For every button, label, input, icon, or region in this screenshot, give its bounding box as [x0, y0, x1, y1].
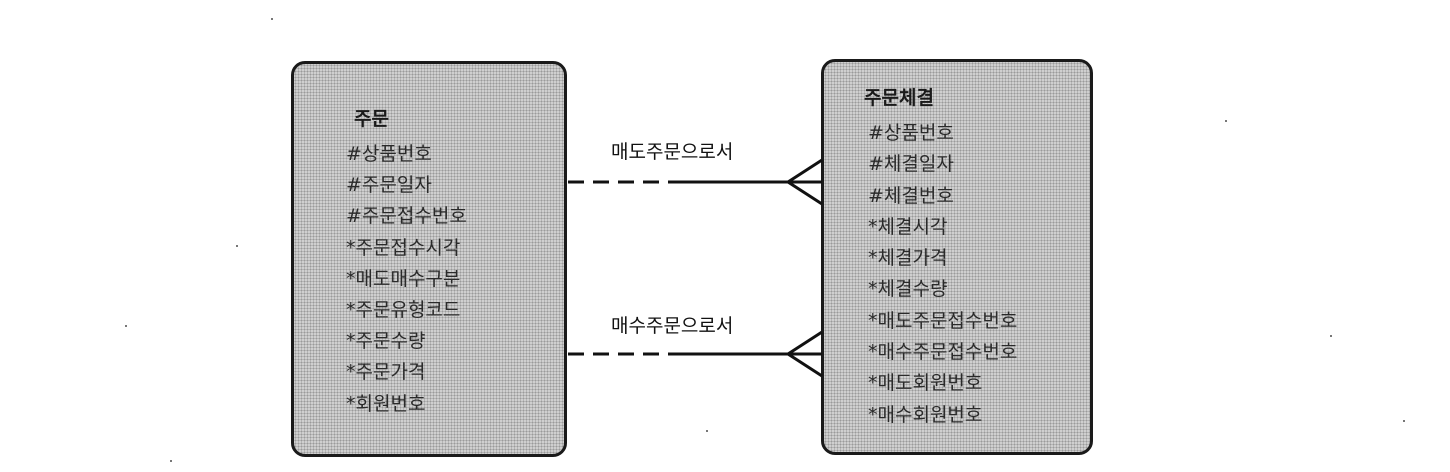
- execution-attribute: #상품번호: [868, 122, 954, 144]
- order-attribute: #주문접수번호: [346, 205, 467, 228]
- buy-order-relationship-label: 매수주문으로서: [611, 315, 734, 337]
- order-attribute: *매도매수구분: [346, 267, 461, 290]
- order-attribute: *주문유형코드: [346, 298, 461, 321]
- order-attribute: *주문가격: [346, 361, 426, 384]
- execution-attribute: #체결번호: [868, 184, 954, 207]
- order-attribute: *주문접수시각: [346, 236, 461, 259]
- execution-entity-box: 주문체결 #상품번호 #체결일자 #체결번호 *체결시각 *체결가격 *체결수량…: [821, 59, 1093, 455]
- execution-attribute: #체결일자: [868, 153, 954, 176]
- sell-order-relationship-line: [568, 158, 823, 206]
- scan-speck: [170, 460, 172, 462]
- sell-order-relationship-label: 매도주문으로서: [611, 141, 734, 163]
- order-entity-title: 주문: [354, 108, 389, 130]
- order-attribute: #주문일자: [346, 174, 432, 197]
- crows-foot-many-icon: [785, 158, 823, 206]
- execution-attribute: *체결시각: [868, 215, 948, 238]
- scan-speck: [1225, 120, 1227, 122]
- execution-attribute: *매도주문접수번호: [868, 309, 1018, 332]
- crows-foot-many-icon: [785, 330, 823, 378]
- order-attribute-list: #상품번호 #주문일자 #주문접수번호 *주문접수시각 *매도매수구분 *주문유…: [346, 139, 467, 420]
- execution-attribute: *매수회원번호: [868, 403, 983, 426]
- scan-speck: [271, 18, 273, 20]
- execution-entity-title: 주문체결: [864, 87, 934, 109]
- order-attribute: *회원번호: [346, 392, 426, 415]
- scan-speck: [125, 325, 127, 327]
- scan-speck: [1330, 335, 1332, 337]
- execution-attribute: *매도회원번호: [868, 372, 983, 395]
- order-attribute: #상품번호: [346, 143, 432, 165]
- scan-speck: [236, 245, 238, 247]
- execution-attribute: *체결수량: [868, 278, 948, 301]
- execution-attribute: *매수주문접수번호: [868, 341, 1018, 364]
- scan-speck: [706, 430, 708, 432]
- buy-order-relationship-line: [568, 330, 823, 378]
- execution-attribute: *체결가격: [868, 247, 948, 270]
- order-entity-box: 주문 #상품번호 #주문일자 #주문접수번호 *주문접수시각 *매도매수구분 *…: [291, 61, 567, 457]
- execution-attribute-list: #상품번호 #체결일자 #체결번호 *체결시각 *체결가격 *체결수량 *매도주…: [868, 118, 1017, 431]
- scan-speck: [1403, 420, 1405, 422]
- order-attribute: *주문수량: [346, 330, 426, 353]
